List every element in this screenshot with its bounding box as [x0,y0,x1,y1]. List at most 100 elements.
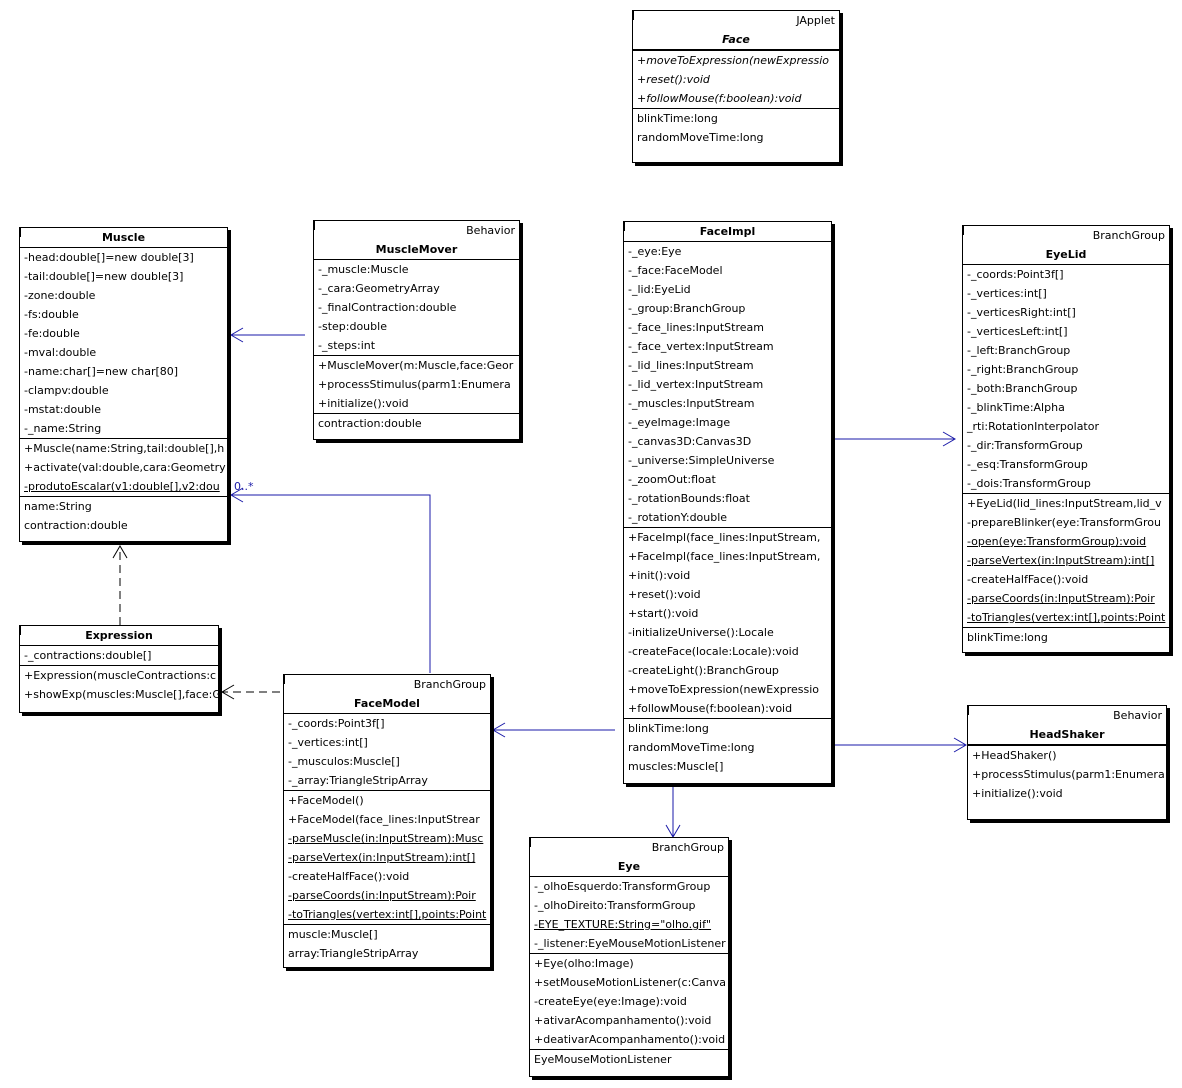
operation-row: +Muscle(name:String,tail:double[],h [24,442,225,455]
operation-row: -createLight():BranchGroup [628,664,779,677]
class-stereotype: Behavior [466,224,515,237]
attribute-row: -_coords:Point3f[] [967,268,1064,281]
operation-row: +start():void [628,607,699,620]
operations-section: +Eye(olho:Image)+setMouseMotionListener(… [530,953,728,1049]
attribute-row: -_vertices:int[] [967,287,1047,300]
property-row: array:TriangleStripArray [288,947,419,960]
attribute-row: -_universe:SimpleUniverse [628,454,775,467]
property-row: EyeMouseMotionListener [534,1053,672,1066]
class-stereotype: BranchGroup [413,678,486,691]
operation-row: +reset():void [628,588,701,601]
package-tab-icon [633,11,634,20]
operation-row: +ativarAcompanhamento():void [534,1014,712,1027]
operation-row: +EyeLid(lid_lines:InputStream,lid_v [967,497,1162,510]
operation-row: -toTriangles(vertex:int[],points:Point [288,908,487,921]
operation-row: +processStimulus(parm1:Enumera [318,378,511,391]
operations-section: +FaceModel()+FaceModel(face_lines:InputS… [284,790,490,924]
package-tab-icon [20,626,21,635]
attribute-row: -mstat:double [24,403,101,416]
properties-section: blinkTime:long [963,627,1169,647]
property-row: muscles:Muscle[] [628,760,724,773]
property-row: contraction:double [24,519,128,532]
operation-row: +FaceImpl(face_lines:InputStream, [628,550,821,563]
attribute-row: -_musculos:Muscle[] [288,755,400,768]
attribute-row: -_muscle:Muscle [318,263,409,276]
class-muscle[interactable]: Muscle-head:double[]=new double[3]-tail:… [19,227,228,542]
property-row: randomMoveTime:long [628,741,755,754]
operation-row: +followMouse(f:boolean):void [628,702,793,715]
attribute-row: -EYE_TEXTURE:String="olho.gif" [534,918,712,931]
class-header: Muscle [20,228,227,247]
arrowhead-muscle-2 [230,487,244,503]
operations-section: +FaceImpl(face_lines:InputStream,+FaceIm… [624,527,831,718]
operation-row: +processStimulus(parm1:Enumera [972,768,1165,781]
class-name: Expression [85,629,153,642]
package-tab-icon [624,222,625,231]
attribute-row: -_both:BranchGroup [967,382,1078,395]
attribute-row: -_contractions:double[] [24,649,152,662]
operation-row: -toTriangles(vertex:int[],points:Point [967,611,1166,624]
attribute-row: -_lid_vertex:InputStream [628,378,764,391]
attribute-row: -_olhoDireito:TransformGroup [534,899,696,912]
attribute-row: -tail:double[]=new double[3] [24,270,184,283]
link-facemodel-muscle [231,494,431,673]
package-tab-icon [530,838,531,847]
attributes-section: -_olhoEsquerdo:TransformGroup -_olhoDirei… [530,876,728,953]
attribute-row: -_canvas3D:Canvas3D [628,435,752,448]
attribute-row: -_group:BranchGroup [628,302,746,315]
attribute-row: -clampv:double [24,384,109,397]
attribute-row: -fe:double [24,327,80,340]
operations-section: +MuscleMover(m:Muscle,face:Geor +processS… [314,355,519,413]
attribute-row: -_eyeImage:Image [628,416,731,429]
class-stereotype: JApplet [796,14,835,27]
operation-row: +MuscleMover(m:Muscle,face:Geor [318,359,514,372]
operation-row: +initialize():void [318,397,409,410]
attribute-row: -_listener:EyeMouseMotionListener [534,937,726,950]
class-name: FaceModel [354,697,420,710]
multiplicity-label: 0..* [234,480,254,493]
operation-row: +moveToExpression(newExpressio [628,683,819,696]
arrowhead-muscle-1 [230,327,244,343]
operation-row: +showExp(muscles:Muscle[],face:G [24,688,219,701]
property-row: contraction:double [318,417,422,430]
class-faceimpl[interactable]: FaceImpl-_eye:Eye-_face:FaceModel-_lid:E… [623,221,832,784]
operation-row: -parseCoords(in:InputStream):Poir [967,592,1155,605]
property-row: blinkTime:long [628,722,709,735]
operation-row: +Expression(muscleContractions:c [24,669,217,682]
attributes-section [968,744,1166,745]
operation-row: +FaceModel() [288,794,364,807]
arrowhead-eyelid [942,431,956,447]
class-header: FaceImpl [624,222,831,241]
class-header: Expression [20,626,218,645]
attributes-section: -_contractions:double[] [20,645,218,665]
operation-row: -createFace(locale:Locale):void [628,645,799,658]
attribute-row: -fs:double [24,308,79,321]
attribute-row: -_lid:EyeLid [628,283,691,296]
class-expression[interactable]: Expression -_contractions:double[] +Expres… [19,625,219,713]
operations-section: +Expression(muscleContractions:c +showExp… [20,665,218,704]
attribute-row: -_cara:GeometryArray [318,282,440,295]
attribute-row: -_array:TriangleStripArray [288,774,428,787]
package-tab-icon [20,228,21,237]
operation-row: +activate(val:double,cara:Geometry [24,461,226,474]
attribute-row: -_olhoEsquerdo:TransformGroup [534,880,711,893]
attributes-section: -_coords:Point3f[]-_vertices:int[]-_vert… [963,264,1169,493]
operation-row: -parseVertex(in:InputStream):int[] [967,554,1155,567]
attribute-row: -_right:BranchGroup [967,363,1079,376]
attribute-row: -_lid_lines:InputStream [628,359,754,372]
arrowhead-dependency-2 [221,684,235,700]
attribute-row: _rti:RotationInterpolator [967,420,1099,433]
attributes-section: -head:double[]=new double[3]-tail:double… [20,247,227,438]
